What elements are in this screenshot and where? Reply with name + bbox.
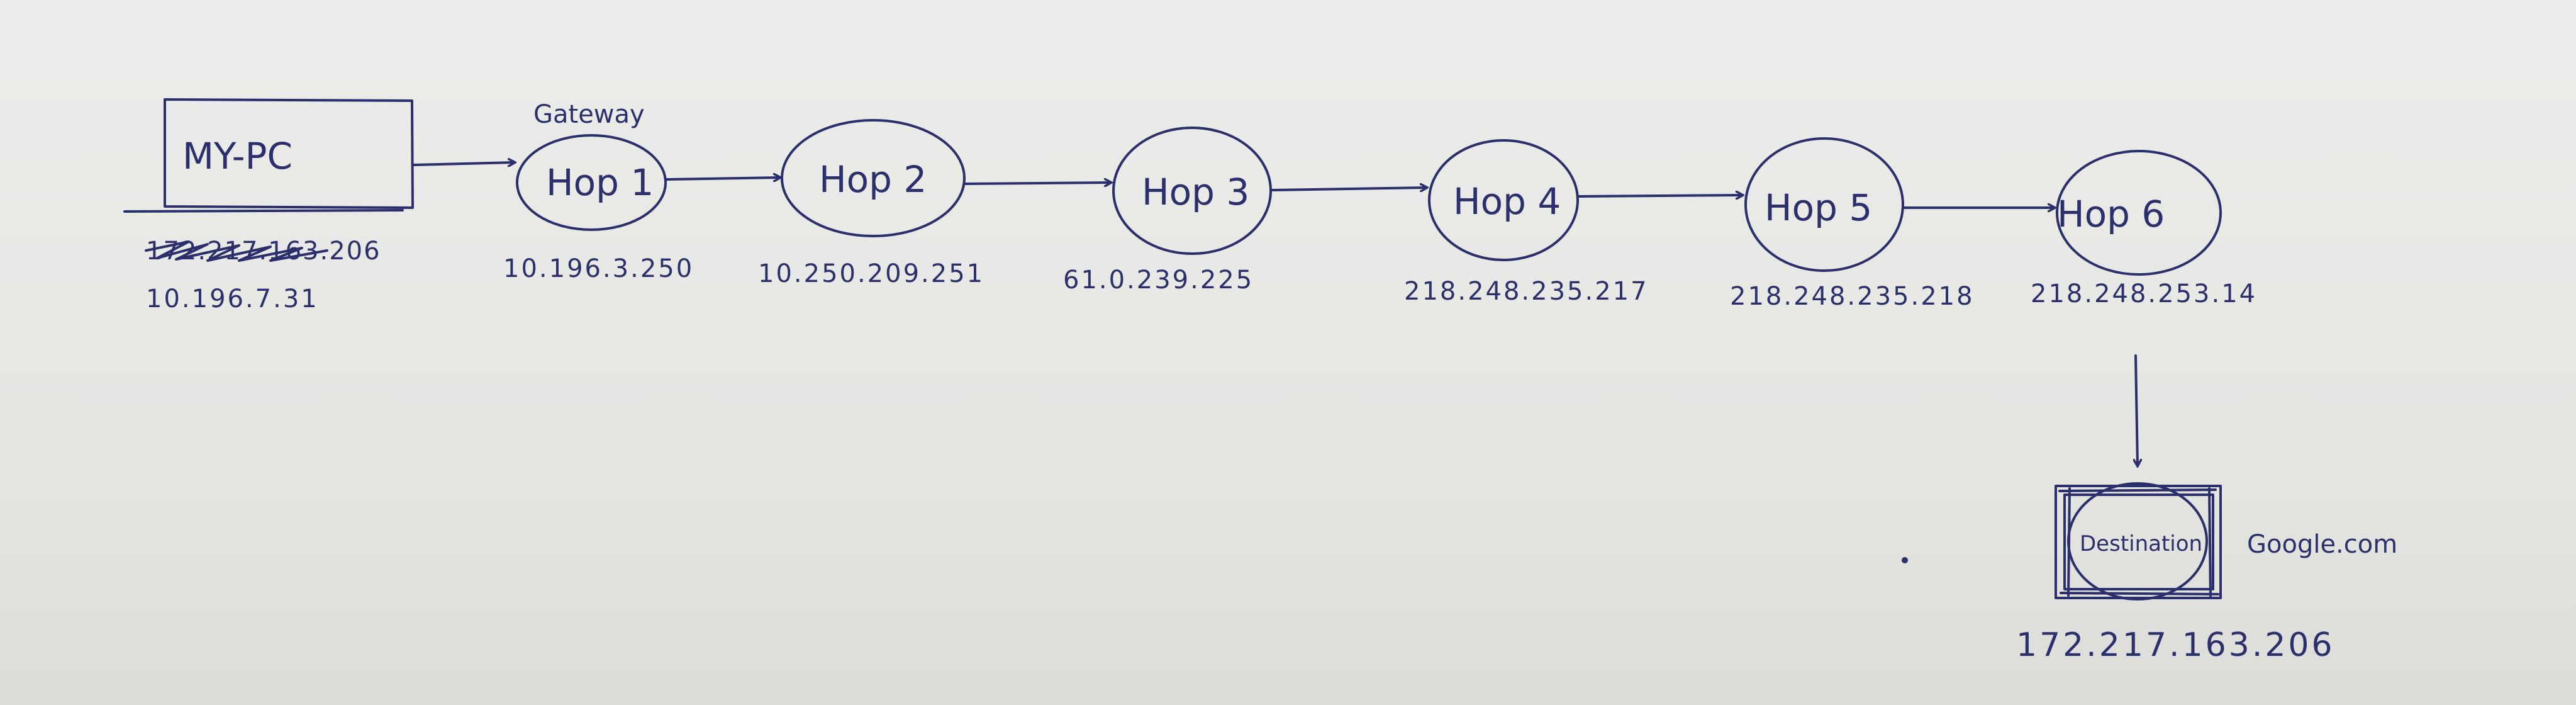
hop-node-3: Hop 3 61.0.239.225	[1063, 127, 1272, 295]
destination-host: Google.com	[2247, 530, 2397, 559]
hop-3-label: Hop 3	[1142, 171, 1249, 213]
hop-node-5: Hop 5 218.248.235.218	[1730, 137, 1975, 311]
source-label: MY-PC	[182, 135, 293, 178]
hop-arrows	[413, 162, 2138, 466]
source-node: MY-PC 172.217.163.206 10.196.7.31	[123, 98, 414, 313]
hop-4-label: Hop 4	[1453, 180, 1561, 223]
arrow-hop-4-to-hop-5	[1578, 195, 1742, 196]
hop-6-label: Hop 6	[2057, 193, 2165, 235]
hop-4-circle	[1428, 139, 1579, 261]
hop-node-6: Hop 6 218.248.253.14	[2031, 150, 2257, 308]
source-box-underline	[123, 209, 404, 213]
hop-5-label: Hop 5	[1765, 186, 1872, 229]
gateway-note: Gateway	[533, 100, 645, 129]
hop-1-ip: 10.196.3.250	[503, 254, 694, 283]
destination-box-inner	[2063, 494, 2214, 590]
hop-4-ip: 218.248.235.217	[1404, 277, 1649, 306]
source-ip: 10.196.7.31	[146, 285, 319, 313]
arrow-hop-1-to-hop-2	[666, 178, 780, 179]
hop-node-2: Hop 2 10.250.209.251	[758, 119, 984, 288]
strike-through-scribble	[145, 240, 328, 262]
destination-ip: 172.217.163.206	[2016, 626, 2335, 664]
hop-3-ip: 61.0.239.225	[1063, 266, 1254, 295]
hop-2-ip: 10.250.209.251	[758, 259, 984, 288]
destination-label: Destination	[2080, 531, 2202, 556]
destination-circle	[2067, 482, 2208, 601]
arrow-hop-3-to-hop-4	[1271, 188, 1427, 190]
arrow-hop-6-to-destination	[2136, 354, 2138, 466]
hop-5-ip: 218.248.235.218	[1730, 282, 1975, 311]
arrow-hop-2-to-hop-3	[964, 183, 1111, 184]
hop-6-ip: 218.248.253.14	[2031, 279, 2257, 308]
destination-box-scribble	[2058, 487, 2219, 598]
hop-6-circle	[2056, 150, 2222, 276]
hop-3-circle	[1112, 127, 1272, 255]
hop-node-1: Hop 1 10.196.3.250	[503, 134, 694, 283]
hop-1-label: Hop 1	[546, 161, 654, 204]
hop-1-circle	[516, 134, 667, 231]
arrow-pc-to-hop-1	[413, 162, 515, 165]
hop-node-4: Hop 4 218.248.235.217	[1404, 139, 1649, 306]
ink-dot	[1902, 557, 1908, 563]
hop-2-label: Hop 2	[819, 158, 927, 201]
hop-5-circle	[1744, 137, 1904, 272]
source-box	[164, 98, 414, 209]
destination-node: Destination Google.com 172.217.163.206	[2016, 482, 2397, 664]
